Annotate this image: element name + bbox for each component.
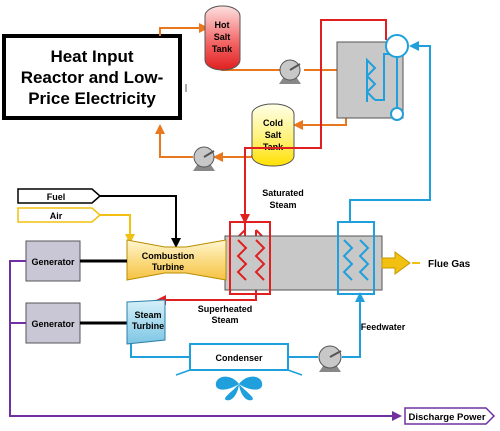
svg-text:Steam: Steam — [134, 310, 161, 320]
hot-salt-pump-icon — [279, 59, 301, 84]
discharge-power-output: Discharge Power — [404, 407, 496, 425]
flue-gas-label: Flue Gas — [428, 259, 471, 270]
superheated-steam-label-1: Superheated — [198, 304, 253, 314]
heat-input-title-line1: Heat Input — [50, 47, 133, 66]
svg-text:Air: Air — [50, 211, 63, 221]
feedwater-pump-icon — [318, 345, 342, 372]
air-input: Air — [17, 207, 135, 244]
saturated-steam-label-2: Steam — [269, 200, 296, 210]
svg-text:Generator: Generator — [31, 257, 75, 267]
heat-recovery-steam-generator — [224, 221, 383, 295]
hot-tank-label-1: Hot — [215, 20, 230, 30]
condenser: Condenser — [175, 343, 303, 376]
svg-text:Turbine: Turbine — [152, 262, 184, 272]
hot-salt-tank: Hot Salt Tank — [204, 5, 241, 71]
svg-text:Generator: Generator — [31, 319, 75, 329]
hot-tank-label-2: Salt — [214, 32, 231, 42]
heat-input-title-line3: Price Electricity — [28, 89, 156, 108]
superheated-steam-label-2: Steam — [211, 315, 238, 325]
svg-text:Discharge Power: Discharge Power — [408, 412, 485, 423]
svg-text:Combustion: Combustion — [142, 251, 195, 261]
steam-turbine: Steam Turbine — [126, 299, 166, 345]
svg-text:Fuel: Fuel — [47, 192, 66, 202]
steam-drum — [385, 34, 409, 121]
saturated-steam-label-1: Saturated — [262, 188, 304, 198]
combustion-turbine: Combustion Turbine — [126, 239, 227, 281]
svg-text:Condenser: Condenser — [215, 353, 263, 363]
heat-input-box: Heat Input Reactor and Low- Price Electr… — [2, 34, 182, 120]
svg-text:Turbine: Turbine — [132, 321, 164, 331]
cold-salt-pump-icon — [193, 146, 215, 171]
cooling-fan-icon — [215, 376, 263, 401]
flue-gas-arrow — [381, 251, 420, 275]
feedwater-label: Feedwater — [361, 322, 406, 332]
generator-1: Generator — [25, 240, 81, 282]
cold-tank-label-2: Salt — [265, 130, 282, 140]
generator-2: Generator — [25, 302, 81, 344]
fuel-input: Fuel — [17, 188, 181, 248]
heat-input-title-line2: Reactor and Low- — [21, 68, 164, 87]
cold-tank-label-1: Cold — [263, 118, 283, 128]
hot-tank-label-3: Tank — [212, 44, 233, 54]
cold-salt-tank: Cold Salt Tank — [251, 103, 295, 167]
